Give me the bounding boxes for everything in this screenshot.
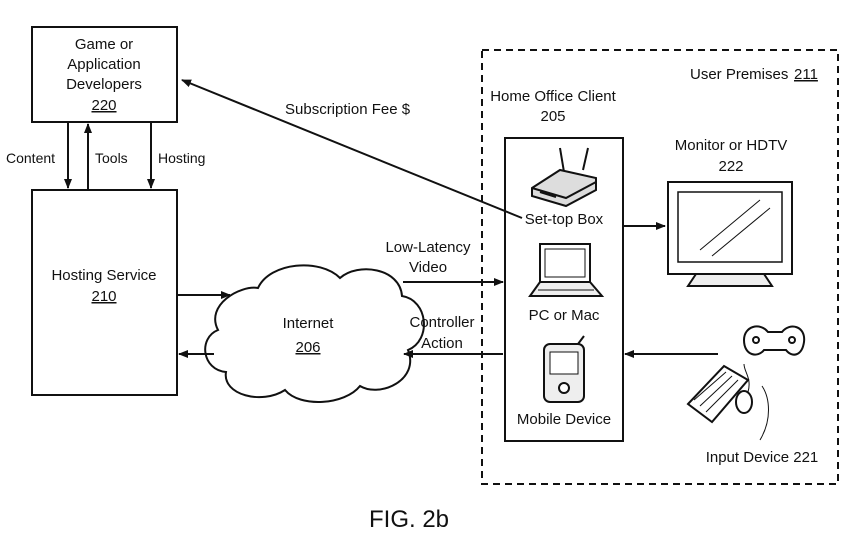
hosting-service-box	[31, 189, 178, 396]
user-premises-label: User Premises	[690, 66, 788, 83]
developers-label-2: Application	[67, 56, 140, 73]
low-latency-label-1: Low-Latency	[385, 239, 471, 256]
tools-label: Tools	[95, 150, 128, 166]
controller-label-2: Action	[421, 335, 463, 352]
game-controller-icon	[742, 325, 806, 356]
developers-ref: 220	[91, 97, 116, 114]
user-premises-ref: 211	[794, 66, 818, 83]
monitor-ref: 222	[718, 158, 743, 175]
internet-cloud	[204, 264, 425, 403]
internet-label: Internet	[283, 315, 335, 332]
set-top-box-label: Set-top Box	[525, 211, 604, 228]
controller-label-1: Controller	[409, 314, 474, 331]
subscription-fee-arrow	[181, 79, 523, 219]
home-office-client-ref: 205	[540, 108, 565, 125]
monitor-label: Monitor or HDTV	[675, 137, 788, 154]
mobile-device-icon	[543, 335, 585, 403]
home-office-client-box	[504, 137, 624, 442]
hosting-service-ref: 210	[91, 288, 116, 305]
hosting-service-label: Hosting Service	[51, 267, 156, 284]
set-top-box-icon	[531, 147, 597, 208]
mobile-device-label: Mobile Device	[517, 411, 611, 428]
hosting-label: Hosting	[158, 150, 205, 166]
keyboard-icon	[686, 364, 750, 424]
input-device-label: Input Device 221	[706, 449, 819, 466]
developers-box	[31, 26, 178, 123]
laptop-icon	[528, 243, 605, 297]
user-premises-box	[481, 49, 839, 485]
pc-label: PC or Mac	[529, 307, 600, 324]
home-office-client-label: Home Office Client	[490, 88, 616, 105]
figure-caption: FIG. 2b	[369, 506, 449, 533]
internet-ref: 206	[295, 339, 320, 356]
content-label: Content	[6, 150, 55, 166]
developers-label-1: Game or	[75, 36, 133, 53]
monitor-icon	[667, 181, 793, 287]
developers-label-3: Developers	[66, 76, 142, 93]
subscription-fee-label: Subscription Fee $	[285, 101, 411, 118]
mouse-icon	[735, 363, 769, 441]
low-latency-label-2: Video	[409, 259, 447, 276]
